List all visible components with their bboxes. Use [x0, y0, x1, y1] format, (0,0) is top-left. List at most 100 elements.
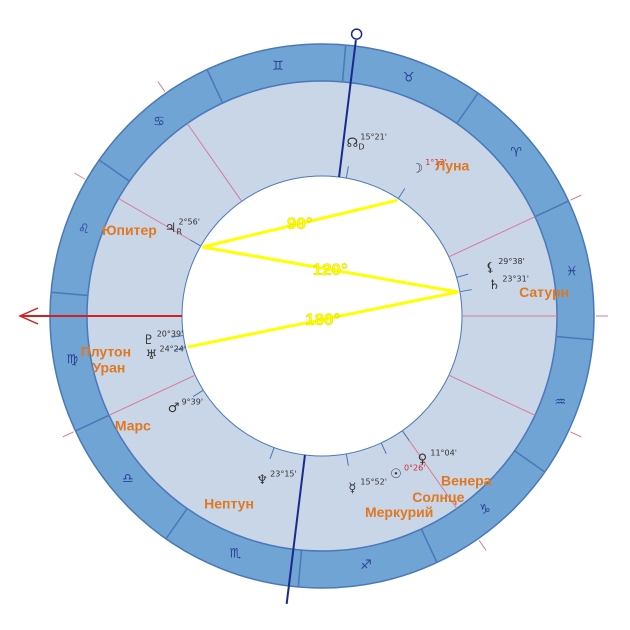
planets: ☊D15°21'☽1°12'Луна⚸29°38'♄23°31'Сатурн♃R…	[81, 133, 569, 520]
planet-venus-label: Венера	[441, 473, 492, 489]
sign-divider	[165, 508, 188, 540]
planet-mercury: ☿15°52'Меркурий	[348, 477, 433, 520]
planet-lilith: ⚸29°38'	[485, 257, 524, 276]
sign-pisces-icon: ♓	[566, 264, 578, 279]
sign-virgo-icon: ♍	[67, 353, 79, 368]
planet-moon-degree: 1°12'	[425, 158, 446, 167]
planet-node-degree: 15°21'	[360, 133, 387, 142]
sign-scorpio-icon: ♏	[229, 547, 241, 562]
planet-saturn-icon: ♄	[489, 278, 501, 293]
house-cusp-tick	[157, 81, 166, 92]
planet-sun-icon: ☉	[390, 467, 402, 482]
house-cusp-tick	[74, 172, 85, 180]
house-cusp-line	[186, 123, 243, 202]
house-cusp-tick	[478, 540, 487, 551]
planet-venus: ♀11°04' Венера	[418, 448, 492, 488]
planet-tick	[380, 442, 387, 454]
planet-mars-icon: ♂	[168, 401, 180, 416]
planet-sun: ☉0°26' Солнце	[390, 464, 464, 506]
planet-neptune-label: Нептун	[204, 496, 254, 512]
sign-divider	[556, 335, 594, 341]
house-cusp-line	[401, 430, 458, 509]
sign-divider	[456, 92, 479, 124]
aspect-lines: 90° 120° 180°	[187, 198, 459, 349]
planet-jupiter-marker: R	[176, 228, 182, 237]
planet-tick	[459, 289, 472, 293]
sign-divider	[206, 69, 224, 104]
planet-neptune: ♆23°15' Нептун	[204, 469, 297, 511]
planet-pluto-icon: ♇	[143, 333, 155, 348]
planet-mercury-icon: ☿	[348, 481, 356, 496]
sign-divider	[341, 44, 347, 82]
planet-mars-label: Марс	[115, 418, 151, 434]
planet-pluto: ♇20°39' Плутон	[81, 329, 184, 359]
planet-tick	[190, 239, 202, 247]
planet-moon-label: Луна	[435, 158, 469, 174]
planet-neptune-degree: 23°15'	[270, 469, 297, 478]
planet-tick	[269, 447, 275, 460]
sign-libra-icon: ♎	[122, 471, 134, 486]
planet-mercury-label: Меркурий	[365, 504, 433, 520]
midheaven-marker-icon	[350, 28, 363, 40]
planet-tick	[171, 334, 184, 338]
aspect-label: 120°	[313, 260, 348, 279]
planet-mars: ♂9°39' Марс	[115, 398, 203, 434]
planet-node-icon: ☊	[347, 136, 359, 151]
planet-tick	[192, 389, 204, 397]
house-cusp-line	[118, 198, 202, 247]
planet-node: ☊D15°21'	[347, 133, 387, 152]
sign-cancer-icon: ♋	[153, 114, 165, 129]
sign-aries-icon: ♈	[510, 146, 522, 161]
aspect-label: 90°	[287, 214, 313, 233]
sign-divider	[534, 200, 569, 218]
chart-rings	[49, 43, 595, 589]
sign-divider	[50, 291, 88, 297]
planet-venus-icon: ♀	[418, 452, 428, 467]
planet-node-marker: D	[358, 143, 364, 152]
sign-capricorn-icon: ♑	[479, 503, 491, 518]
planet-saturn-label: Сатурн	[519, 284, 569, 300]
planet-pluto-degree: 20°39'	[157, 329, 184, 338]
planet-uranus-label: Уран	[92, 360, 125, 376]
planet-mars-degree: 9°39'	[182, 398, 203, 407]
planet-neptune-icon: ♆	[256, 473, 268, 488]
aspect-line	[202, 245, 459, 294]
planet-jupiter-label: Юпитер	[102, 222, 157, 238]
planet-sun-label: Солнце	[412, 489, 464, 505]
planet-venus-degree: 11°04'	[430, 448, 457, 457]
planet-tick	[345, 453, 349, 466]
planet-jupiter-degree: 2°56'	[178, 218, 199, 227]
house-cusp-line	[448, 374, 536, 416]
zodiac-signs: ♊♉♈♓♒♑♐♏♎♍♌♋	[67, 59, 578, 573]
planet-tick	[345, 166, 349, 179]
sign-divider	[75, 414, 110, 432]
sign-aquarius-icon: ♒	[554, 395, 566, 410]
planet-tick	[173, 347, 186, 351]
house-cusp-line	[108, 374, 196, 416]
aspect-label: 180°	[305, 310, 340, 329]
planet-sun-degree: 0°26'	[404, 464, 425, 473]
planet-uranus-icon: ♅	[146, 348, 158, 363]
planet-tick	[397, 188, 406, 199]
chart-axes	[18, 28, 363, 604]
planet-tick	[456, 273, 469, 278]
house-cusp-tick	[570, 431, 582, 438]
planet-jupiter-icon: ♃	[165, 221, 177, 236]
planet-lilith-degree: 29°38'	[498, 257, 525, 266]
sign-taurus-icon: ♉	[403, 70, 415, 85]
ascendant-arrow-icon	[18, 307, 39, 325]
aspect-line	[202, 198, 398, 249]
ic-line	[285, 454, 306, 604]
planet-tick	[401, 430, 410, 441]
sign-divider	[514, 450, 546, 473]
aspect-line	[187, 290, 459, 349]
planet-uranus-degree: 24°24'	[159, 344, 186, 353]
sign-sagittarius-icon: ♐	[360, 558, 372, 573]
planet-pluto-label: Плутон	[81, 343, 131, 359]
planet-uranus: ♅24°24' Уран	[92, 344, 186, 375]
sign-divider	[420, 528, 438, 563]
planet-moon-icon: ☽	[411, 162, 423, 177]
planet-lilith-icon: ⚸	[485, 260, 495, 275]
planet-jupiter: ♃R2°56' Юпитер	[102, 218, 200, 239]
